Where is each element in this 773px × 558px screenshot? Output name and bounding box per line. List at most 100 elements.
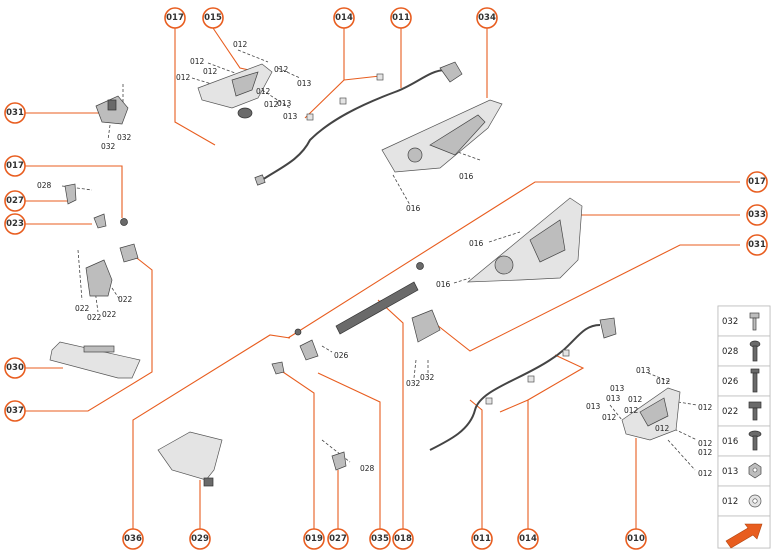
svg-text:012: 012	[722, 497, 738, 507]
part-bracket-010[interactable]	[621, 387, 681, 441]
svg-text:033: 033	[748, 210, 766, 220]
callout-023[interactable]: 023	[4, 213, 26, 235]
svg-text:014: 014	[519, 534, 537, 544]
hex-nut-icon	[748, 462, 762, 479]
callout-017-top[interactable]: 017	[164, 7, 186, 29]
legend-row-026[interactable]: 026	[717, 365, 771, 397]
hex-bolt-icon	[749, 312, 760, 331]
part-shield-030[interactable]	[49, 341, 141, 379]
part-label: 016	[459, 172, 474, 181]
callout-027-left[interactable]: 027	[4, 190, 26, 212]
part-label: 013	[277, 99, 292, 108]
part-small-bracket-027[interactable]	[64, 183, 77, 205]
part-sensor-026[interactable]	[294, 328, 319, 361]
callout-034[interactable]: 034	[476, 7, 498, 29]
svg-text:027: 027	[6, 196, 24, 206]
long-screw-icon	[750, 368, 760, 393]
callout-017-right[interactable]: 017	[746, 171, 768, 193]
callout-029[interactable]: 029	[189, 528, 211, 550]
part-label: 013	[586, 402, 601, 411]
callout-037[interactable]: 037	[4, 400, 26, 422]
legend-row-022[interactable]: 022	[717, 395, 771, 427]
part-clip-023[interactable]	[93, 213, 107, 229]
part-label: 013	[283, 112, 298, 121]
part-label: 032	[101, 142, 116, 151]
legend-row-016[interactable]: 016	[717, 425, 771, 457]
part-cable-011-top[interactable]	[254, 61, 463, 186]
part-label: 012	[624, 406, 639, 415]
part-clip-037[interactable]	[119, 243, 139, 263]
part-bracket-left-031[interactable]	[95, 95, 129, 125]
callout-030[interactable]: 030	[4, 357, 26, 379]
callout-014-top[interactable]: 014	[333, 7, 355, 29]
svg-text:013: 013	[722, 467, 738, 477]
callout-027-bottom[interactable]: 027	[327, 528, 349, 550]
callouts: 017 015 014 011 034 031 017 027 023 017 …	[4, 7, 768, 550]
part-label: 026	[334, 351, 349, 360]
part-cover-034[interactable]	[381, 99, 503, 173]
part-bracket-015[interactable]	[197, 63, 273, 119]
leader-lines	[25, 27, 740, 537]
flange-screw-icon	[748, 430, 762, 451]
svg-text:011: 011	[392, 13, 410, 23]
washer-icon	[748, 494, 762, 508]
part-cover-029[interactable]	[157, 431, 223, 487]
part-screw-017-left[interactable]	[120, 218, 128, 226]
callout-010[interactable]: 010	[625, 528, 647, 550]
part-bracket-022[interactable]	[85, 259, 113, 297]
callout-031-right[interactable]: 031	[746, 234, 768, 256]
part-clips-014-top[interactable]	[306, 73, 384, 121]
part-frame-033[interactable]	[466, 197, 583, 283]
part-clip-027-bottom[interactable]	[331, 451, 347, 471]
svg-text:032: 032	[722, 317, 738, 327]
part-label: 032	[420, 373, 435, 382]
part-label: 012	[698, 439, 713, 448]
callout-011-top[interactable]: 011	[390, 7, 412, 29]
part-label: 022	[87, 313, 102, 322]
part-number-labels: 012 012 012 012 012 013 012 012 013 013 …	[37, 40, 713, 478]
legend-row-032[interactable]: 032	[717, 305, 771, 337]
part-label: 028	[37, 181, 52, 190]
callout-031-left[interactable]: 031	[4, 102, 26, 124]
part-label: 012	[256, 87, 271, 96]
svg-text:031: 031	[748, 240, 766, 250]
part-label: 012	[233, 40, 248, 49]
svg-text:010: 010	[627, 534, 645, 544]
part-bracket-031-mid[interactable]	[411, 309, 441, 343]
legend-row-028[interactable]: 028	[717, 335, 771, 367]
legend-row-012[interactable]: 012	[717, 485, 771, 517]
svg-text:027: 027	[329, 534, 347, 544]
svg-text:030: 030	[6, 363, 24, 373]
legend-row-013[interactable]: 013	[717, 455, 771, 487]
callout-014-bottom[interactable]: 014	[517, 528, 539, 550]
callout-035[interactable]: 035	[369, 528, 391, 550]
callout-017-left[interactable]: 017	[4, 155, 26, 177]
svg-text:017: 017	[6, 161, 24, 171]
part-cable-011-bottom[interactable]	[429, 317, 617, 451]
part-label: 012	[698, 469, 713, 478]
flange-bolt-icon	[748, 401, 762, 421]
svg-text:016: 016	[722, 437, 738, 447]
callout-019[interactable]: 019	[303, 528, 325, 550]
callout-018[interactable]: 018	[392, 528, 414, 550]
callout-033[interactable]: 033	[746, 204, 768, 226]
callout-011-bottom[interactable]: 011	[471, 528, 493, 550]
part-clips-014-bottom[interactable]	[485, 349, 570, 405]
callout-036[interactable]: 036	[122, 528, 144, 550]
svg-text:026: 026	[722, 377, 738, 387]
svg-text:015: 015	[204, 13, 222, 23]
part-label: 032	[406, 379, 421, 388]
part-label: 012	[274, 65, 289, 74]
part-label: 012	[190, 57, 205, 66]
next-page-arrow-icon[interactable]	[717, 515, 771, 549]
svg-text:036: 036	[124, 534, 142, 544]
part-clip-019[interactable]	[271, 361, 285, 375]
part-rod-018[interactable]	[335, 262, 424, 335]
svg-text:022: 022	[722, 407, 738, 417]
callout-015[interactable]: 015	[202, 7, 224, 29]
part-label: 012	[628, 395, 643, 404]
part-label: 028	[360, 464, 375, 473]
svg-text:019: 019	[305, 534, 323, 544]
